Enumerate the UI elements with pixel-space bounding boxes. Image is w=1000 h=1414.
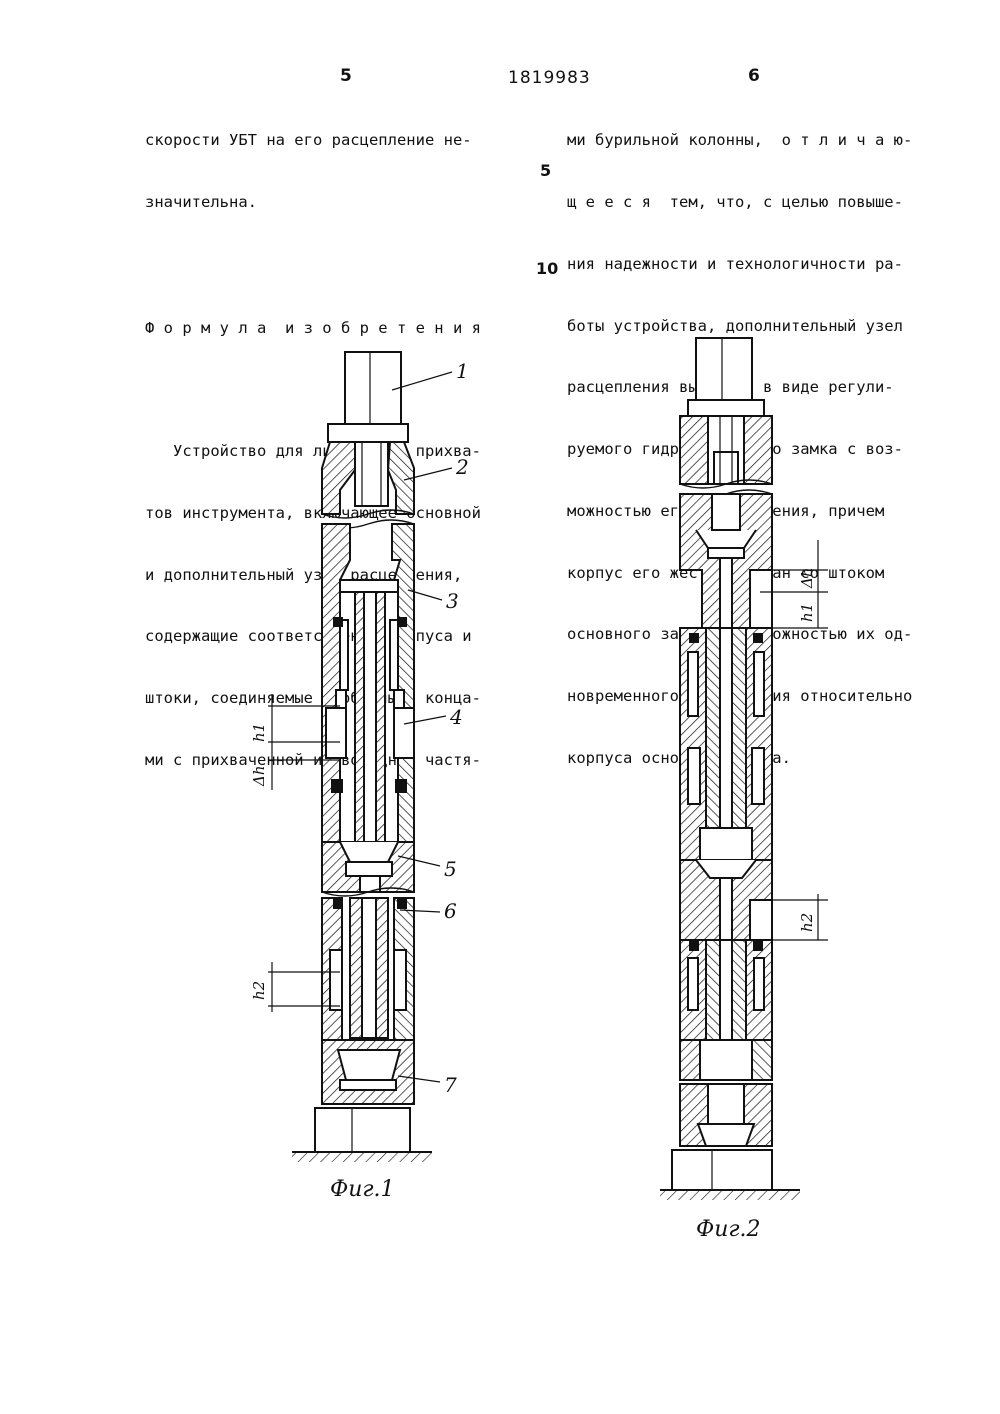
fig2-top-pipe [695,337,753,401]
fig1-bottom-pipe [314,1107,411,1153]
figure-1-labels: 1 2 3 4 5 6 7 h1 Δh h2 Фиг.1 [250,359,469,1202]
fig1-label-5: 5 [444,857,457,881]
fig1-label-4: 4 [449,705,463,729]
fig1-label-7: 7 [444,1073,457,1097]
left-page-number: 5 [340,66,352,86]
fig1-dim-dh: Δh [250,766,268,788]
line-marker-10: 10 [536,259,559,278]
fig1-joint-2-left [321,441,356,515]
fig2-caption: Фиг.2 [696,1217,761,1242]
fig2-dim-h1: h1 [798,603,816,622]
figure-2 [660,337,828,1200]
figure-1 [268,351,453,1162]
patent-number: 1819983 [508,68,591,88]
fig1-joint-2-right [386,441,415,515]
text-line: боты устройства, дополнительный узел [567,316,903,335]
fig2-dim-dh: Δh [798,568,816,590]
text-line: ния надежности и технологичности ра- [567,254,903,273]
fig1-dim-h1: h1 [250,723,268,742]
fig2-ground [660,1190,800,1200]
fig1-caption: Фиг.1 [330,1177,395,1202]
text-line: ми бурильной колонны, о т л и ч а ю- [567,131,913,150]
section-heading: Ф о р м у л а и з о б р е т е н и я [145,318,481,337]
fig1-label-6: 6 [444,899,457,923]
fig1-top-pipe [344,351,402,425]
fig1-label-3: 3 [446,589,459,613]
figure-2-labels: Δh h1 h2 Фиг.2 [696,568,816,1243]
text-line: скорости УБТ на его расцепление не- [145,131,472,150]
fig1-ground [292,1152,432,1162]
right-page-number: 6 [748,66,760,86]
text-line: щ е е с я тем, что, с целью повыше- [567,192,903,211]
fig1-dim-h2: h2 [250,981,268,1000]
text-line: значительна. [145,192,257,211]
line-marker-5: 5 [540,161,552,180]
fig1-label-2: 2 [455,455,469,479]
fig2-dim-h2: h2 [798,913,816,932]
fig1-label-1: 1 [456,359,469,383]
